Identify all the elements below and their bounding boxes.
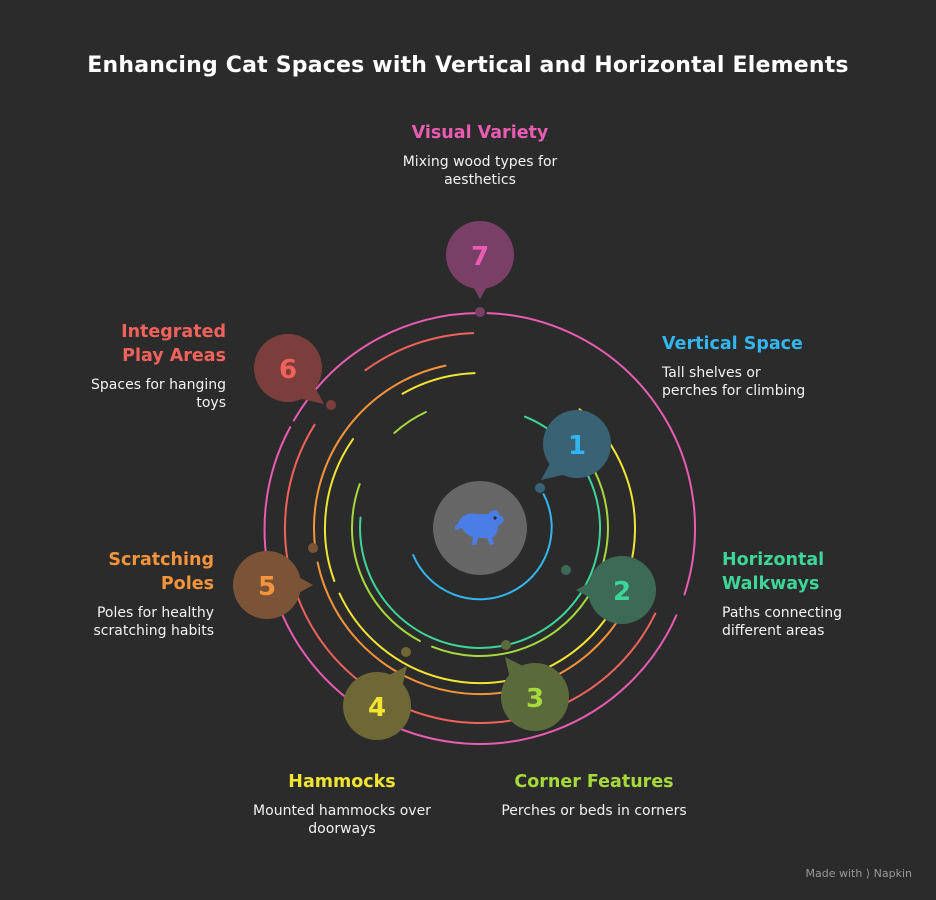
ring-4-arc (338, 408, 637, 685)
item-title: Scratching Poles (108, 550, 214, 594)
bubble-number: 7 (471, 242, 489, 272)
connectors (308, 307, 571, 657)
bubble-circle (254, 334, 322, 402)
ring-4-arc (324, 438, 354, 582)
item-description: Mixing wood types for aesthetics (402, 154, 558, 188)
item-description: Paths connecting different areas (722, 605, 842, 639)
item-title: Corner Features (514, 772, 674, 792)
bubble-circle (233, 551, 301, 619)
label-horizontal-walkways: Horizontal Walkways Paths connecting dif… (722, 548, 902, 640)
bubble-4: 4 (343, 666, 411, 740)
ring-connector-dot (501, 640, 511, 650)
center-hub (433, 481, 527, 575)
bubble-number: 6 (279, 355, 297, 385)
bubble-6: 6 (254, 334, 324, 404)
bubble-number: 2 (613, 577, 631, 607)
ring-6-arc (295, 593, 657, 725)
item-title: Hammocks (288, 772, 396, 792)
label-vertical-space: Vertical Space Tall shelves or perches f… (662, 332, 862, 400)
ring-connector-dot (475, 307, 485, 317)
ring-3-arc (393, 411, 427, 434)
footer: Made with ⟩ Napkin (806, 867, 912, 880)
bubbles: 1 2 3 4 5 6 7 (233, 221, 656, 740)
ring-connector-dot (308, 543, 318, 553)
ring-3-arc (431, 436, 609, 657)
bubble-circle (446, 221, 514, 289)
item-description: Perches or beds in corners (501, 803, 687, 819)
ring-connector-dot (401, 647, 411, 657)
item-description: Poles for healthy scratching habits (93, 605, 215, 639)
bubble-circle (343, 672, 411, 740)
ring-5-arc (312, 364, 447, 553)
bubble-circle (588, 556, 656, 624)
label-hammocks: Hammocks Mounted hammocks over doorways (222, 770, 462, 838)
ring-7-arc (486, 312, 696, 596)
label-integrated-play-areas: Integrated Play Areas Spaces for hanging… (56, 320, 226, 412)
item-description: Spaces for hanging toys (91, 377, 226, 411)
label-corner-features: Corner Features Perches or beds in corne… (474, 770, 714, 820)
bubble-circle (501, 663, 569, 731)
item-title: Vertical Space (662, 334, 803, 354)
item-title: Visual Variety (411, 123, 549, 143)
footer-text: Made with (805, 867, 863, 880)
item-title: Horizontal Walkways (722, 550, 825, 594)
bubble-number: 4 (368, 693, 386, 723)
ring-3-arc (350, 483, 421, 642)
bubble-1: 1 (541, 410, 611, 480)
cat-icon (454, 509, 504, 545)
label-visual-variety: Visual Variety Mixing wood types for aes… (360, 121, 600, 189)
item-title: Integrated Play Areas (121, 322, 226, 366)
ring-connector-dot (561, 565, 571, 575)
ring-4-arc (401, 372, 476, 395)
ring-1-arc (412, 493, 553, 601)
ring-connector-dot (535, 483, 545, 493)
item-description: Mounted hammocks over doorways (253, 803, 431, 837)
bubble-number: 1 (568, 431, 586, 461)
bubble-2: 2 (576, 556, 656, 624)
napkin-icon: ⟩ (865, 867, 871, 880)
bubble-circle (543, 410, 611, 478)
ring-6-arc (364, 332, 475, 372)
bubble-7: 7 (446, 221, 514, 299)
bubble-5: 5 (233, 551, 313, 619)
page-title: Enhancing Cat Spaces with Vertical and H… (87, 53, 849, 78)
footer-brand: Napkin (873, 867, 912, 880)
ring-5-arc (316, 561, 622, 696)
bubble-3: 3 (501, 657, 569, 731)
bubble-number: 5 (258, 572, 276, 602)
label-scratching-poles: Scratching Poles Poles for healthy scrat… (44, 548, 215, 640)
ring-connector-dot (326, 400, 336, 410)
bubble-number: 3 (526, 684, 544, 714)
item-description: Tall shelves or perches for climbing (662, 365, 806, 399)
